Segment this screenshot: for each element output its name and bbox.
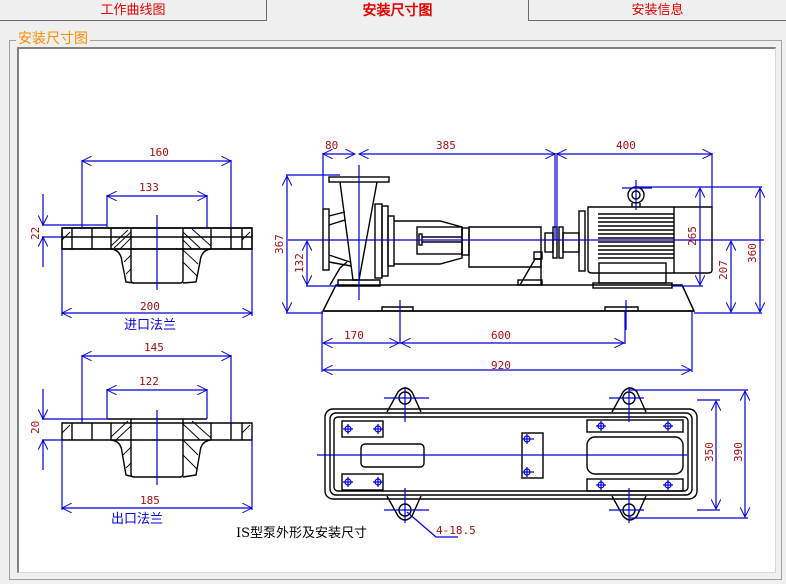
inlet-offset-dim: 80 [325,139,338,152]
group-title: 安装尺寸图 [16,30,90,48]
inlet-bolt-circle-dim: 160 [149,146,169,159]
bolt-holes-dim: 4-18.5 [436,524,476,537]
side-view-dimensions: 80 385 400 367 132 265 207 360 [273,139,764,330]
tab-installation-dimensions[interactable]: 安装尺寸图 [267,0,528,24]
bolt-spacing-dim: 600 [491,329,511,342]
inlet-thickness-dim: 22 [29,227,42,240]
outlet-flange-drawing: 145 122 185 20 出口法兰 [29,341,252,527]
inlet-raised-face-dim: 133 [139,181,159,194]
pump-shaft-height-dim: 132 [293,253,306,273]
outlet-thickness-dim: 20 [29,421,42,434]
inlet-outer-diameter-dim: 200 [140,300,160,313]
tab-installation-info[interactable]: 安装信息 [528,0,786,21]
pump-length-dim: 385 [436,139,456,152]
outlet-raised-face-dim: 122 [139,375,159,388]
bolt-span-inner-dim: 350 [703,442,716,462]
motor-top-height-dim: 360 [746,243,759,263]
installation-dimension-group [9,40,782,580]
base-dimensions: 170 600 920 [321,311,693,372]
tab-bar: 工作曲线图 安装信息 安装尺寸图 [0,0,786,24]
bolt-span-outer-dim: 390 [732,442,745,462]
first-bolt-dim: 170 [344,329,364,342]
tab-performance-curve[interactable]: 工作曲线图 [0,0,267,21]
overall-height-dim: 367 [273,234,286,254]
pump-plan-view: 350 390 4-18.5 [317,387,748,538]
inlet-flange-label: 进口法兰 [124,318,176,333]
outlet-bolt-circle-dim: 145 [144,341,164,354]
inlet-flange-drawing: 160 133 200 22 进口法兰 [29,146,252,333]
drawing-caption: IS型泵外形及安装尺寸 [236,526,367,541]
motor-height-dim: 265 [686,226,699,246]
overall-length-dim: 920 [491,359,511,372]
motor-shaft-height-dim: 207 [717,260,730,280]
motor-length-dim: 400 [616,139,636,152]
outlet-outer-diameter-dim: 185 [140,494,160,507]
outlet-flange-label: 出口法兰 [111,512,163,527]
pump-side-view [321,176,713,312]
